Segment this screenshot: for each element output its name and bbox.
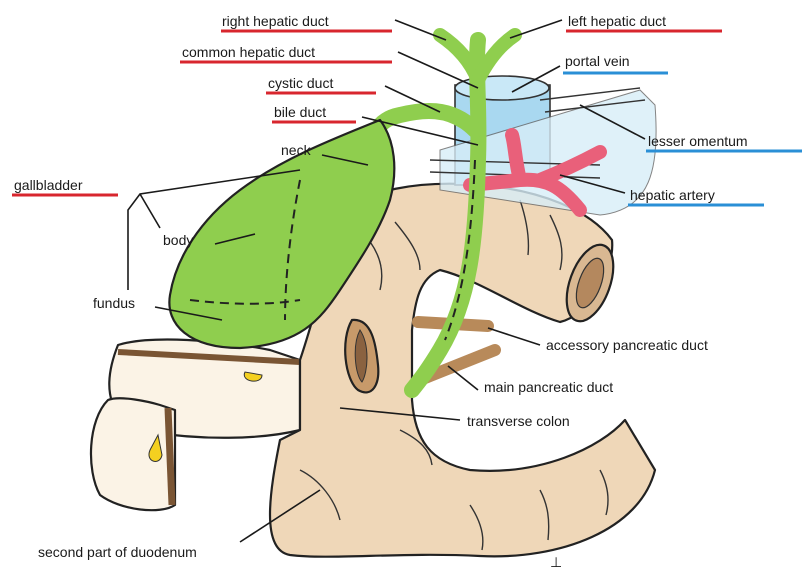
label-second-part-of-duodenum: second part of duodenum xyxy=(38,544,197,560)
label-accessory-pancreatic-duct: accessory pancreatic duct xyxy=(546,337,708,353)
label-main-pancreatic-duct: main pancreatic duct xyxy=(484,379,613,395)
transverse-colon-lower xyxy=(91,398,175,510)
gallbladder-strap-vertical xyxy=(168,408,172,505)
label-portal-vein: portal vein xyxy=(565,53,630,69)
leader-accessory-pancreatic xyxy=(488,328,540,345)
label-gallbladder: gallbladder xyxy=(14,177,83,193)
leader-main-pancreatic xyxy=(448,366,478,390)
label-body: body xyxy=(163,232,193,248)
label-left-hepatic-duct: left hepatic duct xyxy=(568,13,666,29)
label-cystic-duct: cystic duct xyxy=(268,75,333,91)
artist-mark: ⊥ xyxy=(550,554,562,570)
label-fundus: fundus xyxy=(93,295,135,311)
label-bile-duct: bile duct xyxy=(274,104,326,120)
label-transverse-colon: transverse colon xyxy=(467,413,570,429)
label-lesser-omentum: lesser omentum xyxy=(648,133,748,149)
label-common-hepatic-duct: common hepatic duct xyxy=(182,44,315,60)
label-hepatic-artery: hepatic artery xyxy=(630,187,715,203)
label-neck: neck xyxy=(281,142,312,158)
leader-gallbladder-body xyxy=(140,194,160,228)
label-right-hepatic-duct: right hepatic duct xyxy=(222,13,329,29)
